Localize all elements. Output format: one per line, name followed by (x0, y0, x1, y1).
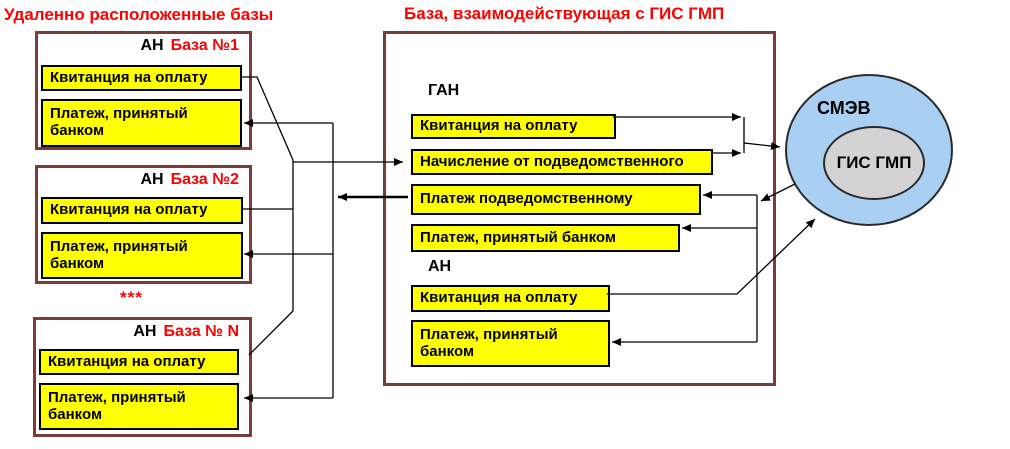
payment-accepted-by-bank-box: Платеж, принятый банком (39, 383, 239, 430)
gan-payment-accepted-by-bank-box: Платеж, принятый банком (411, 224, 680, 252)
receipt-for-payment-box: Квитанция на оплату (41, 197, 243, 224)
base-name: База №1 (170, 37, 239, 54)
remote-base-2-frame: АН База №2 Квитанция на оплату Платеж, пр… (35, 165, 252, 284)
remote-base-1-header: АН База №1 (38, 37, 239, 55)
remote-bases-title: Удаленно расположенные базы (4, 5, 274, 24)
more-bases-ellipsis: *** (120, 288, 143, 307)
central-base-frame: ГАН Квитанция на оплату Начисление от по… (383, 31, 776, 386)
central-base-title: База, взаимодействующая с ГИС ГМП (404, 4, 725, 23)
payment-accepted-by-bank-box: Платеж, принятый банком (41, 99, 242, 147)
gan-charge-from-subordinate-box: Начисление от подведомственного (411, 149, 713, 175)
remote-base-1-frame: АН База №1 Квитанция на оплату Платеж, пр… (35, 31, 252, 150)
gan-label: ГАН (428, 82, 460, 99)
an-payment-accepted-by-bank-box: Платеж, принятый банком (411, 320, 610, 367)
base-name: База №2 (170, 171, 239, 188)
remote-base-n-frame: АН База № N Квитанция на оплату Платеж, п… (33, 317, 252, 437)
receipt-for-payment-box: Квитанция на оплату (39, 349, 239, 375)
an-label: АН (428, 258, 452, 275)
payment-accepted-by-bank-box: Платеж, принятый банком (41, 232, 243, 279)
gan-payment-to-subordinate-box: Платеж подведомственному (411, 184, 701, 215)
remote-base-2-header: АН База №2 (38, 171, 239, 189)
an-receipt-for-payment-box: Квитанция на оплату (411, 285, 610, 312)
org-abbrev: АН (140, 171, 164, 188)
remote-base-n-header: АН База № N (36, 323, 239, 341)
smev-circle: СМЭВ ГИС ГМП (785, 74, 953, 226)
gis-gmp-ellipse: ГИС ГМП (823, 126, 925, 200)
smev-label: СМЭВ (817, 98, 871, 118)
receipt-for-payment-box: Квитанция на оплату (41, 65, 242, 91)
org-abbrev: АН (140, 37, 164, 54)
wire-basen-receipt (248, 310, 294, 356)
base-name: База № N (163, 323, 239, 340)
org-abbrev: АН (133, 323, 157, 340)
gan-receipt-for-payment-box: Квитанция на оплату (411, 114, 616, 139)
